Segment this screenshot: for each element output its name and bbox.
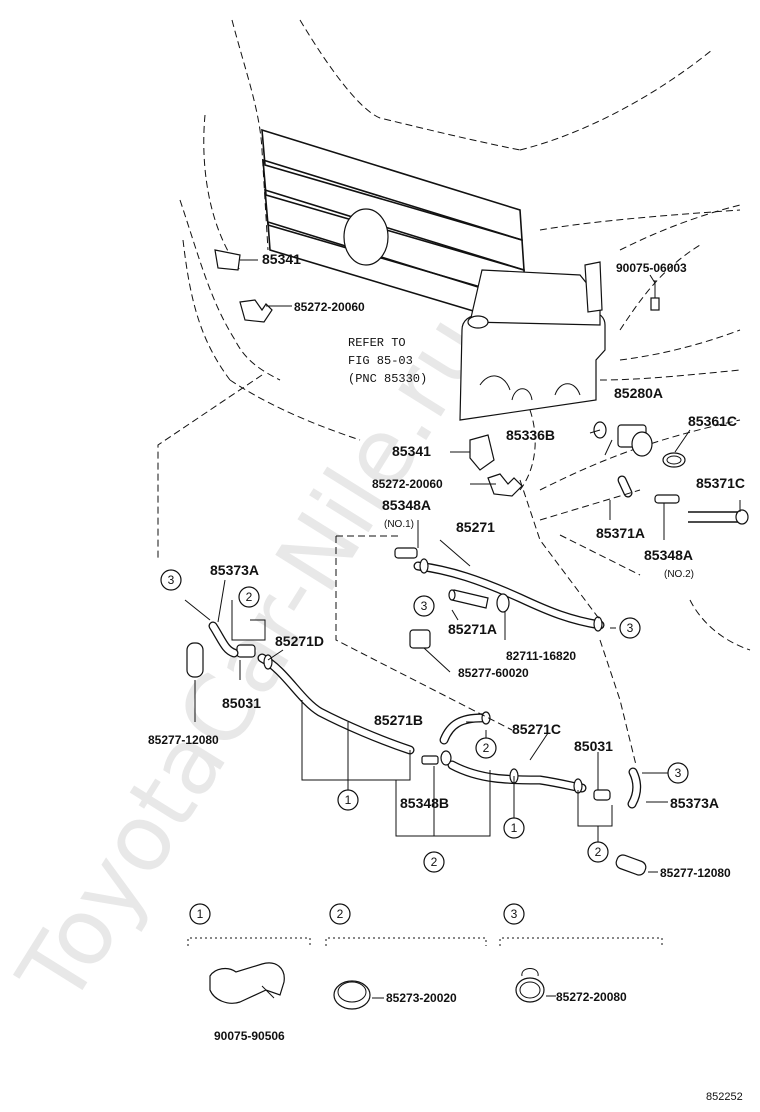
hose-85271 (394, 547, 605, 632)
clip-85272-mid (487, 473, 523, 497)
label-85031-left: 85031 (222, 695, 261, 711)
label-85277-12080-right: 85277-12080 (660, 866, 731, 880)
callout-3-left: 3 (160, 569, 182, 591)
legend-2-part: 85273-20020 (386, 991, 457, 1005)
legend-2-num: 2 (337, 907, 344, 921)
callout-1-right-text: 1 (511, 821, 518, 835)
label-85272-20060-top: 85272-20060 (294, 300, 365, 314)
joint-85348a-no2 (654, 494, 680, 504)
figure-id: 852252 (706, 1091, 743, 1103)
callout-3-left-text: 3 (168, 573, 175, 587)
label-85277-12080-left: 85277-12080 (148, 733, 219, 747)
label-85277-60020: 85277-60020 (458, 666, 529, 680)
label-85271c: 85271C (512, 721, 561, 737)
nozzle-85341-mid (469, 434, 495, 471)
label-85272-20060-mid: 85272-20060 (372, 477, 443, 491)
label-85348a-no1: 85348A (382, 497, 431, 513)
watermark-text: ToyotaCar-Nile.ru (0, 297, 506, 1023)
washer-pump (604, 424, 653, 457)
label-85361c: 85361C (688, 413, 737, 429)
callout-2-right: 2 (587, 841, 609, 863)
hose-85271a (448, 589, 489, 609)
bolt-90075-06003 (650, 280, 660, 311)
hose-85271c (447, 760, 587, 794)
clip-85341-top (214, 249, 241, 271)
label-no1: (NO.1) (384, 519, 414, 530)
legend-1-part: 90075-90506 (214, 1029, 285, 1043)
joint-85031-left (236, 644, 256, 658)
callout-3-right-top: 3 (619, 617, 641, 639)
callout-3-right-text: 3 (675, 766, 682, 780)
elbow-85373a-left (208, 621, 239, 658)
callout-2-bottom-text: 2 (431, 855, 438, 869)
callout-1-right: 1 (503, 817, 525, 839)
label-85348b: 85348B (400, 795, 449, 811)
washer-tank (459, 261, 606, 421)
label-no2: (NO.2) (664, 569, 694, 580)
joint-85031-right (593, 789, 611, 801)
callout-1-left: 1 (337, 789, 359, 811)
legend: 1 2 3 90075-90506 85273-20020 85272-2008… (187, 903, 663, 1043)
grommet-85277-60020 (409, 629, 431, 649)
label-refer-pnc: (PNC 85330) (348, 372, 427, 386)
label-85271a: 85271A (448, 621, 497, 637)
legend-3-num: 3 (511, 907, 518, 921)
callout-3-mid: 3 (413, 595, 435, 617)
clip-85272-top (239, 299, 273, 323)
vehicle-body-outline (179, 19, 751, 651)
callout-1-left-text: 1 (345, 793, 352, 807)
label-refer-fig: FIG 85-03 (348, 354, 413, 368)
legend-3-part: 85272-20080 (556, 990, 627, 1004)
label-85348a-no2: 85348A (644, 547, 693, 563)
callout-2-left-text: 2 (246, 590, 253, 604)
label-85373a-right: 85373A (670, 795, 719, 811)
sleeve-85277-12080-right (615, 854, 647, 876)
label-85271: 85271 (456, 519, 495, 535)
hose-85271d (257, 653, 415, 755)
label-85371a: 85371A (596, 525, 645, 541)
label-85280a: 85280A (614, 385, 663, 401)
hose-clamp-85361c (662, 452, 686, 468)
label-85271d: 85271D (275, 633, 324, 649)
label-85371c: 85371C (696, 475, 745, 491)
callout-2-right-text: 2 (595, 845, 602, 859)
hose-85371a (617, 475, 633, 498)
label-85341-top: 85341 (262, 251, 301, 267)
label-refer-to: REFER TO (348, 336, 406, 350)
hose-85371c (688, 509, 749, 525)
layout-guides (157, 374, 641, 766)
grille (261, 128, 526, 327)
hose-85271b (439, 711, 491, 745)
sleeve-85277-12080-left (186, 642, 204, 678)
label-85271b: 85271B (374, 712, 423, 728)
label-85373a-left: 85373A (210, 562, 259, 578)
callout-2-bottom: 2 (423, 851, 445, 873)
clamp-82711 (496, 593, 510, 613)
legend-1-num: 1 (197, 907, 204, 921)
leader-lines (184, 259, 741, 873)
label-85031-right: 85031 (574, 738, 613, 754)
callout-3-right-top-text: 3 (627, 621, 634, 635)
callout-3-right: 3 (667, 762, 689, 784)
callout-2-b-text: 2 (483, 741, 490, 755)
elbow-85373a-right (627, 767, 642, 809)
callout-3-mid-text: 3 (421, 599, 428, 613)
label-90075-06003: 90075-06003 (616, 261, 687, 275)
callout-2-b: 2 (475, 737, 497, 759)
joint-85348b (421, 750, 452, 766)
label-85341-mid: 85341 (392, 443, 431, 459)
label-85336b: 85336B (506, 427, 555, 443)
label-82711-16820: 82711-16820 (506, 649, 576, 663)
callout-2-left: 2 (238, 586, 260, 608)
